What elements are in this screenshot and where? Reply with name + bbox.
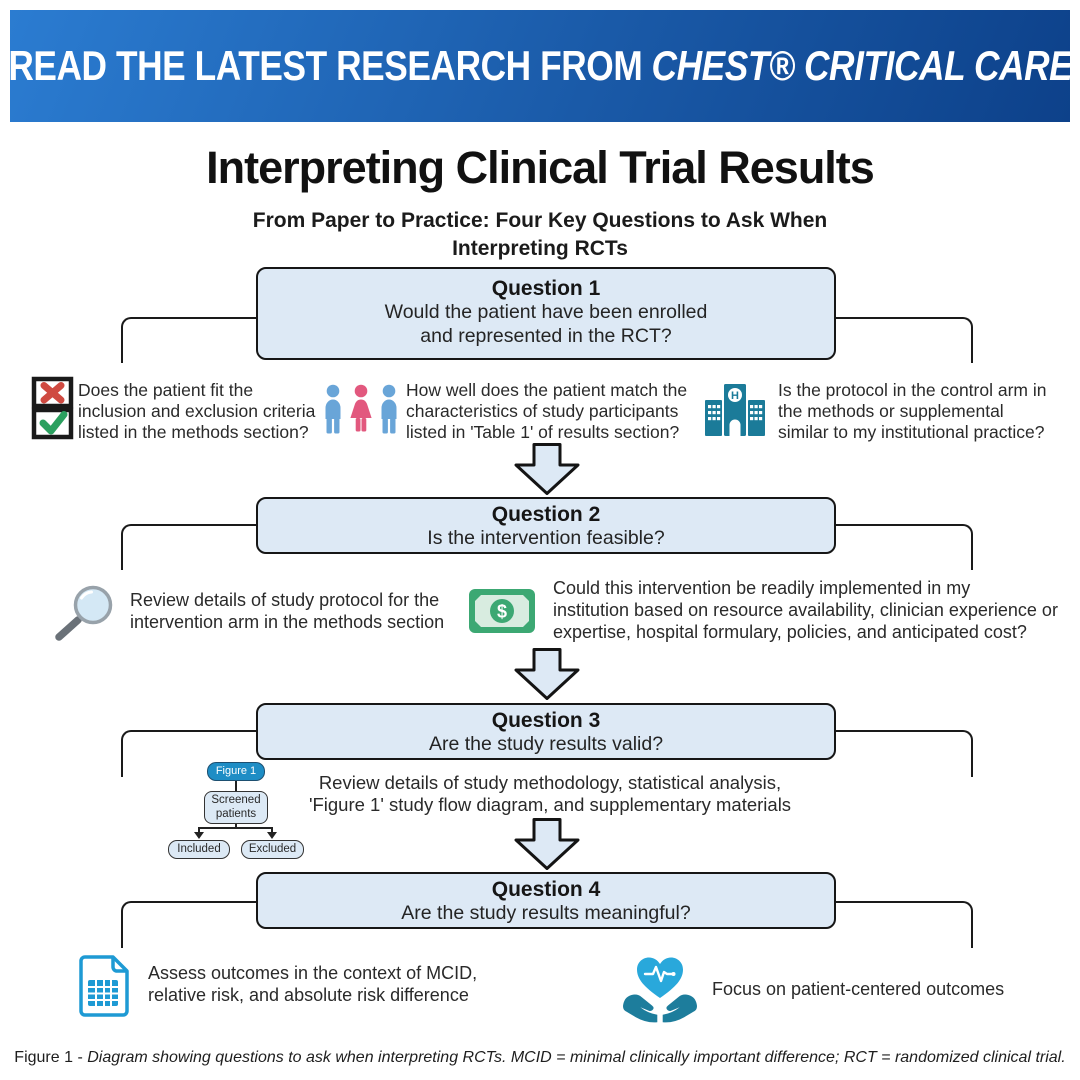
magnifier-icon [55, 585, 113, 641]
note-line: the methods or supplemental [778, 401, 1004, 421]
banner-brand: CHEST® CRITICAL CARE [651, 42, 1072, 89]
note-line: Assess outcomes in the context of MCID, [148, 963, 478, 983]
q3-note: Review details of study methodology, sta… [305, 772, 795, 816]
note-line: Could this intervention be readily imple… [553, 578, 971, 598]
question-2-box: Question 2 Is the intervention feasible? [256, 497, 836, 554]
note-line: inclusion and exclusion criteria [78, 401, 316, 421]
question-3-box: Question 3 Are the study results valid? [256, 703, 836, 760]
flow-screened-box: Screened patients [204, 791, 268, 824]
q2-bracket-left [121, 524, 258, 570]
flow-box-line: patients [215, 808, 257, 821]
report-table-icon [79, 955, 129, 1017]
flow-figure1-pill: Figure 1 [207, 762, 265, 781]
q2-note-1: Review details of study protocol for the… [130, 590, 444, 634]
q4-note-1: Assess outcomes in the context of MCID, … [148, 963, 477, 1007]
note-line: similar to my institutional practice? [778, 422, 1045, 442]
question-label: Question 3 [491, 709, 601, 732]
patients-icon [325, 384, 397, 434]
q1-bracket-left [121, 317, 258, 363]
page-subtitle: From Paper to Practice: Four Key Questio… [0, 207, 1080, 263]
q3-bracket-right [836, 730, 973, 777]
flow-branch-line [198, 827, 273, 829]
q2-note-2: Could this intervention be readily imple… [553, 578, 1058, 644]
note-line: expertise, hospital formulary, policies,… [553, 621, 1027, 642]
q1-note-3: Is the protocol in the control arm in th… [778, 380, 1046, 443]
flow-connector-line [271, 827, 273, 833]
figure-caption-text: Diagram showing questions to ask when in… [87, 1049, 1066, 1066]
q4-bracket-right [836, 901, 973, 948]
flow-arrowhead [267, 832, 277, 839]
note-line: Is the protocol in the control arm in [778, 380, 1047, 400]
note-line: Review details of study methodology, sta… [318, 772, 782, 793]
flow-excluded-pill: Excluded [241, 840, 304, 859]
note-line: Does the patient fit the [78, 380, 254, 400]
question-text-line: Is the intervention feasible? [427, 527, 665, 549]
q4-bracket-left [121, 901, 258, 948]
q2-bracket-right [836, 524, 973, 570]
money-icon: $ [469, 589, 535, 633]
down-arrow-icon [514, 648, 580, 700]
note-line: relative risk, and absolute risk differe… [148, 984, 469, 1005]
down-arrow-icon [514, 443, 580, 495]
flow-connector-line [198, 827, 200, 833]
note-line: listed in 'Table 1' of results section? [406, 422, 680, 442]
hospital-icon: H [705, 384, 765, 436]
question-text-line: Are the study results valid? [428, 733, 664, 755]
flow-included-pill: Included [168, 840, 230, 859]
subtitle-line: Interpreting RCTs [452, 236, 628, 260]
subtitle-line: From Paper to Practice: Four Key Questio… [252, 209, 828, 232]
figure-caption: Figure 1 - Diagram showing questions to … [14, 1049, 1066, 1067]
question-4-box: Question 4 Are the study results meaning… [256, 872, 836, 929]
question-text-line: Are the study results meaningful? [401, 902, 691, 924]
question-label: Question 1 [491, 277, 601, 300]
note-line: How well does the patient match the [406, 380, 688, 400]
banner-prefix: READ THE LATEST RESEARCH FROM [8, 42, 643, 89]
q1-note-2: How well does the patient match the char… [406, 380, 687, 443]
question-label: Question 4 [491, 878, 601, 901]
figure-caption-prefix: Figure 1 - [14, 1049, 83, 1066]
q1-note-1: Does the patient fit the inclusion and e… [78, 380, 315, 443]
note-line: characteristics of study participants [406, 401, 679, 421]
note-line: Review details of study protocol for the [130, 590, 440, 610]
note-line: listed in the methods section? [78, 422, 309, 442]
note-line: institution based on resource availabili… [553, 599, 1058, 620]
svg-text:$: $ [497, 602, 507, 622]
q1-bracket-right [836, 317, 973, 363]
question-label: Question 2 [491, 503, 601, 526]
question-text-line: Would the patient have been enrolled [384, 301, 708, 323]
checkbox-x-check-icon [31, 376, 74, 440]
flow-box-line: Screened [211, 794, 261, 806]
q3-bracket-left [121, 730, 258, 777]
note-line: intervention arm in the methods section [130, 611, 445, 632]
question-1-box: Question 1 Would the patient have been e… [256, 267, 836, 360]
heart-hands-icon [623, 957, 697, 1023]
question-text-line: and represented in the RCT? [420, 324, 672, 347]
note-line: 'Figure 1' study flow diagram, and suppl… [308, 794, 792, 816]
flow-arrowhead [194, 832, 204, 839]
page-title: Interpreting Clinical Trial Results [206, 142, 875, 193]
flow-connector-line [235, 781, 237, 792]
down-arrow-icon [514, 818, 580, 870]
flow-connector-line [235, 824, 237, 828]
q4-note-2: Focus on patient-centered outcomes [712, 979, 1005, 999]
svg-text:H: H [731, 390, 739, 402]
